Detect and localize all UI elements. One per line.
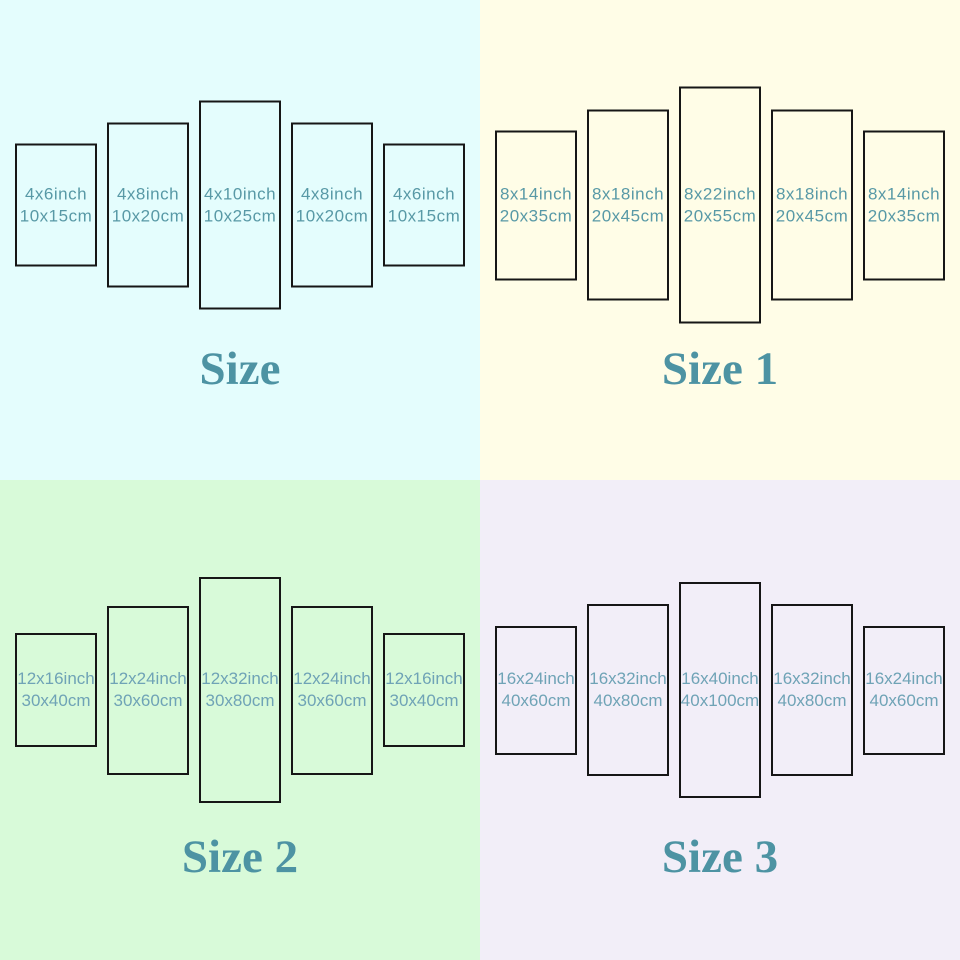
quadrant-size: 4x6inch 10x15cm 4x8inch 10x20cm 4x10inch… — [0, 0, 480, 480]
panel-size-cm: 30x80cm — [205, 691, 275, 710]
panel-size-cm: 20x45cm — [775, 206, 849, 225]
panel-size-inch: 8x18inch — [591, 184, 665, 203]
panel-size-inch: 12x32inch — [201, 669, 279, 688]
panel-size-inch: 16x40inch — [681, 669, 759, 688]
panel-size-cm: 30x60cm — [113, 691, 183, 710]
canvas-panel: 8x18inch 20x45cm — [587, 109, 669, 301]
canvas-panel: 4x10inch 10x25cm — [199, 100, 281, 310]
canvas-panel: 8x22inch 20x55cm — [679, 86, 761, 324]
panel-size-cm: 40x80cm — [777, 691, 847, 710]
canvas-panel: 16x32inch 40x80cm — [587, 604, 669, 776]
quadrant-title: Size — [199, 343, 281, 395]
canvas-panel: 12x24inch 30x60cm — [291, 605, 373, 775]
canvas-panel: 16x40inch 40x100cm — [679, 582, 761, 798]
panel-size-cm: 20x45cm — [591, 206, 665, 225]
panel-size-cm: 20x35cm — [499, 206, 573, 225]
canvas-panel: 4x8inch 10x20cm — [107, 122, 189, 288]
panel-size-inch: 4x6inch — [392, 184, 456, 203]
quadrant-title: Size 1 — [661, 343, 779, 395]
panel-size-inch: 4x6inch — [24, 184, 88, 203]
panel-size-cm: 30x60cm — [297, 691, 367, 710]
panel-size-inch: 8x14inch — [499, 184, 573, 203]
quadrant-title: Size 3 — [661, 831, 779, 883]
panel-size-inch: 4x8inch — [116, 184, 180, 203]
panel-size-cm: 20x35cm — [867, 206, 941, 225]
panel-size-inch: 4x10inch — [203, 184, 277, 203]
panel-size-cm: 40x60cm — [869, 691, 939, 710]
canvas-panel: 12x16inch 30x40cm — [383, 633, 465, 747]
panel-size-cm: 10x20cm — [111, 206, 185, 225]
panel-size-cm: 10x15cm — [387, 206, 461, 225]
panel-size-inch: 8x18inch — [775, 184, 849, 203]
panel-size-inch: 8x14inch — [867, 184, 941, 203]
canvas-panel: 8x18inch 20x45cm — [771, 109, 853, 301]
quadrant-size-2: 12x16inch 30x40cm 12x24inch 30x60cm 12x3… — [0, 480, 480, 960]
canvas-panel: 16x32inch 40x80cm — [771, 604, 853, 776]
canvas-panel: 12x24inch 30x60cm — [107, 605, 189, 775]
panel-size-cm: 10x20cm — [295, 206, 369, 225]
quadrant-size-3: 16x24inch 40x60cm 16x32inch 40x80cm 16x4… — [480, 480, 960, 960]
panel-size-inch: 12x16inch — [17, 669, 95, 688]
panel-size-inch: 16x32inch — [589, 669, 667, 688]
canvas-panel: 8x14inch 20x35cm — [863, 130, 945, 280]
panel-size-cm: 40x80cm — [593, 691, 663, 710]
panel-size-cm: 30x40cm — [21, 691, 91, 710]
panel-size-cm: 10x15cm — [19, 206, 93, 225]
canvas-panel: 4x6inch 10x15cm — [15, 143, 97, 267]
panel-row: 12x16inch 30x40cm 12x24inch 30x60cm 12x3… — [15, 577, 465, 803]
canvas-panel: 4x8inch 10x20cm — [291, 122, 373, 288]
panel-size-inch: 12x16inch — [385, 669, 463, 688]
panel-size-inch: 8x22inch — [683, 184, 757, 203]
panel-size-cm: 20x55cm — [683, 206, 757, 225]
panel-row: 8x14inch 20x35cm 8x18inch 20x45cm 8x22in… — [495, 86, 945, 324]
canvas-panel: 16x24inch 40x60cm — [863, 625, 945, 755]
canvas-panel: 8x14inch 20x35cm — [495, 130, 577, 280]
panel-size-inch: 16x24inch — [497, 669, 575, 688]
panel-size-cm: 30x40cm — [389, 691, 459, 710]
panel-size-cm: 10x25cm — [203, 206, 277, 225]
canvas-panel: 12x32inch 30x80cm — [199, 577, 281, 803]
panel-row: 4x6inch 10x15cm 4x8inch 10x20cm 4x10inch… — [15, 100, 465, 310]
panel-size-inch: 16x32inch — [773, 669, 851, 688]
panel-row: 16x24inch 40x60cm 16x32inch 40x80cm 16x4… — [495, 582, 945, 798]
quadrant-size-1: 8x14inch 20x35cm 8x18inch 20x45cm 8x22in… — [480, 0, 960, 480]
panel-size-cm: 40x60cm — [501, 691, 571, 710]
canvas-panel: 16x24inch 40x60cm — [495, 625, 577, 755]
panel-size-inch: 16x24inch — [865, 669, 943, 688]
panel-size-inch: 12x24inch — [109, 669, 187, 688]
panel-size-inch: 4x8inch — [300, 184, 364, 203]
panel-size-inch: 12x24inch — [293, 669, 371, 688]
quadrant-title: Size 2 — [181, 831, 299, 883]
panel-size-cm: 40x100cm — [680, 691, 760, 710]
canvas-panel: 4x6inch 10x15cm — [383, 143, 465, 267]
canvas-panel: 12x16inch 30x40cm — [15, 633, 97, 747]
